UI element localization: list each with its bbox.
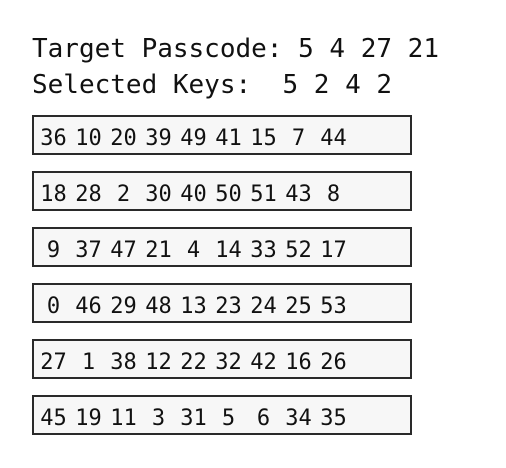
- keypad-key[interactable]: 19: [75, 406, 102, 431]
- keypad-key[interactable]: 42: [250, 350, 277, 375]
- keypad-key[interactable]: 4: [186, 238, 201, 263]
- keypad-key[interactable]: 5: [221, 406, 236, 431]
- keypad-key[interactable]: 25: [285, 294, 312, 319]
- keypad-key[interactable]: 23: [215, 294, 242, 319]
- selected-keys-label: Selected Keys:: [32, 70, 252, 100]
- keypad-key[interactable]: 52: [285, 238, 312, 263]
- target-passcode-label: Target Passcode:: [32, 34, 283, 64]
- keypad-key[interactable]: 32: [215, 350, 242, 375]
- keypad-key[interactable]: 8: [326, 182, 341, 207]
- target-passcode-line: Target Passcode: 5 4 27 21: [32, 34, 439, 64]
- keypad-key[interactable]: 16: [285, 350, 312, 375]
- keypad-key[interactable]: 17: [320, 238, 347, 263]
- keypad-key[interactable]: 18: [40, 182, 67, 207]
- keypad-key[interactable]: 3: [151, 406, 166, 431]
- keypad-key[interactable]: 43: [285, 182, 312, 207]
- keypad-key[interactable]: 33: [250, 238, 277, 263]
- keypad-key[interactable]: 27: [40, 350, 67, 375]
- keypad-key[interactable]: 40: [180, 182, 207, 207]
- keypad-key[interactable]: 22: [180, 350, 207, 375]
- keypad-key[interactable]: 7: [291, 126, 306, 151]
- keypad-key[interactable]: 36: [40, 126, 67, 151]
- keypad-key[interactable]: 15: [250, 126, 277, 151]
- keypad-key[interactable]: 44: [320, 126, 347, 151]
- keypad-key[interactable]: 35: [320, 406, 347, 431]
- keypad-key[interactable]: 0: [46, 294, 61, 319]
- selected-keys-value: 5 2 4 2: [282, 70, 393, 100]
- keypad-key[interactable]: 45: [40, 406, 67, 431]
- keypad-key[interactable]: 50: [215, 182, 242, 207]
- keypad-key[interactable]: 1: [81, 350, 96, 375]
- keypad-key[interactable]: 12: [145, 350, 172, 375]
- keypad-key[interactable]: 38: [110, 350, 137, 375]
- keypad-row: 0 46 29 48 13 23 24 25 53: [32, 283, 412, 323]
- keypad-key[interactable]: 48: [145, 294, 172, 319]
- keypad-key[interactable]: 24: [250, 294, 277, 319]
- keypad-key[interactable]: 26: [320, 350, 347, 375]
- keypad-key[interactable]: 13: [180, 294, 207, 319]
- selected-keys-line: Selected Keys: 5 2 4 2: [32, 70, 392, 100]
- keypad-key[interactable]: 34: [285, 406, 312, 431]
- keypad-key[interactable]: 9: [46, 238, 61, 263]
- keypad-key[interactable]: 6: [256, 406, 271, 431]
- keypad-key[interactable]: 37: [75, 238, 102, 263]
- keypad-key[interactable]: 41: [215, 126, 242, 151]
- keypad-key[interactable]: 20: [110, 126, 137, 151]
- keypad-row: 27 1 38 12 22 32 42 16 26: [32, 339, 412, 379]
- keypad-key[interactable]: 21: [145, 238, 172, 263]
- keypad-key[interactable]: 46: [75, 294, 102, 319]
- keypad-key[interactable]: 49: [180, 126, 207, 151]
- keypad-key[interactable]: 53: [320, 294, 347, 319]
- keypad-key[interactable]: 28: [75, 182, 102, 207]
- keypad-row: 18 28 2 30 40 50 51 43 8: [32, 171, 412, 211]
- target-passcode-value: 5 4 27 21: [298, 34, 439, 64]
- keypad-key[interactable]: 14: [215, 238, 242, 263]
- keypad-key[interactable]: 11: [110, 406, 137, 431]
- keypad-key[interactable]: 30: [145, 182, 172, 207]
- keypad-key[interactable]: 39: [145, 126, 172, 151]
- keypad-key[interactable]: 47: [110, 238, 137, 263]
- keypad-key[interactable]: 31: [180, 406, 207, 431]
- keypad-key[interactable]: 2: [116, 182, 131, 207]
- keypad-row: 36 10 20 39 49 41 15 7 44: [32, 115, 412, 155]
- keypad-row: 9 37 47 21 4 14 33 52 17: [32, 227, 412, 267]
- keypad-key[interactable]: 29: [110, 294, 137, 319]
- keypad-key[interactable]: 10: [75, 126, 102, 151]
- keypad-key[interactable]: 51: [250, 182, 277, 207]
